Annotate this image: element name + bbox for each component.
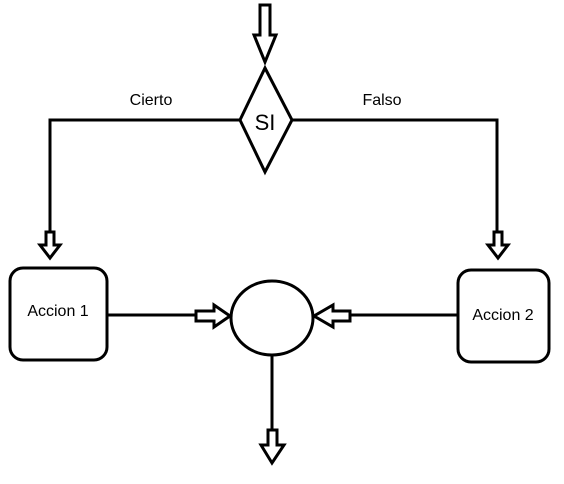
- decision-label: SI: [255, 110, 276, 135]
- false-branch-label: Falso: [362, 92, 401, 109]
- join-circle: [229, 279, 315, 357]
- false-branch-line: [292, 118, 499, 232]
- true-branch-arrow: [36, 230, 64, 261]
- action-2-label: Accion 2: [472, 307, 533, 324]
- entry-arrow: [251, 3, 279, 66]
- action-2-join-arrow: [311, 302, 352, 330]
- true-branch-line: [48, 118, 240, 232]
- exit-arrow: [258, 428, 287, 466]
- false-branch-arrow: [484, 230, 512, 261]
- action-1-join-arrow: [194, 302, 233, 330]
- true-branch-label: Cierto: [130, 92, 173, 109]
- action-1-label: Accion 1: [27, 303, 88, 320]
- decision-diamond: [238, 64, 294, 176]
